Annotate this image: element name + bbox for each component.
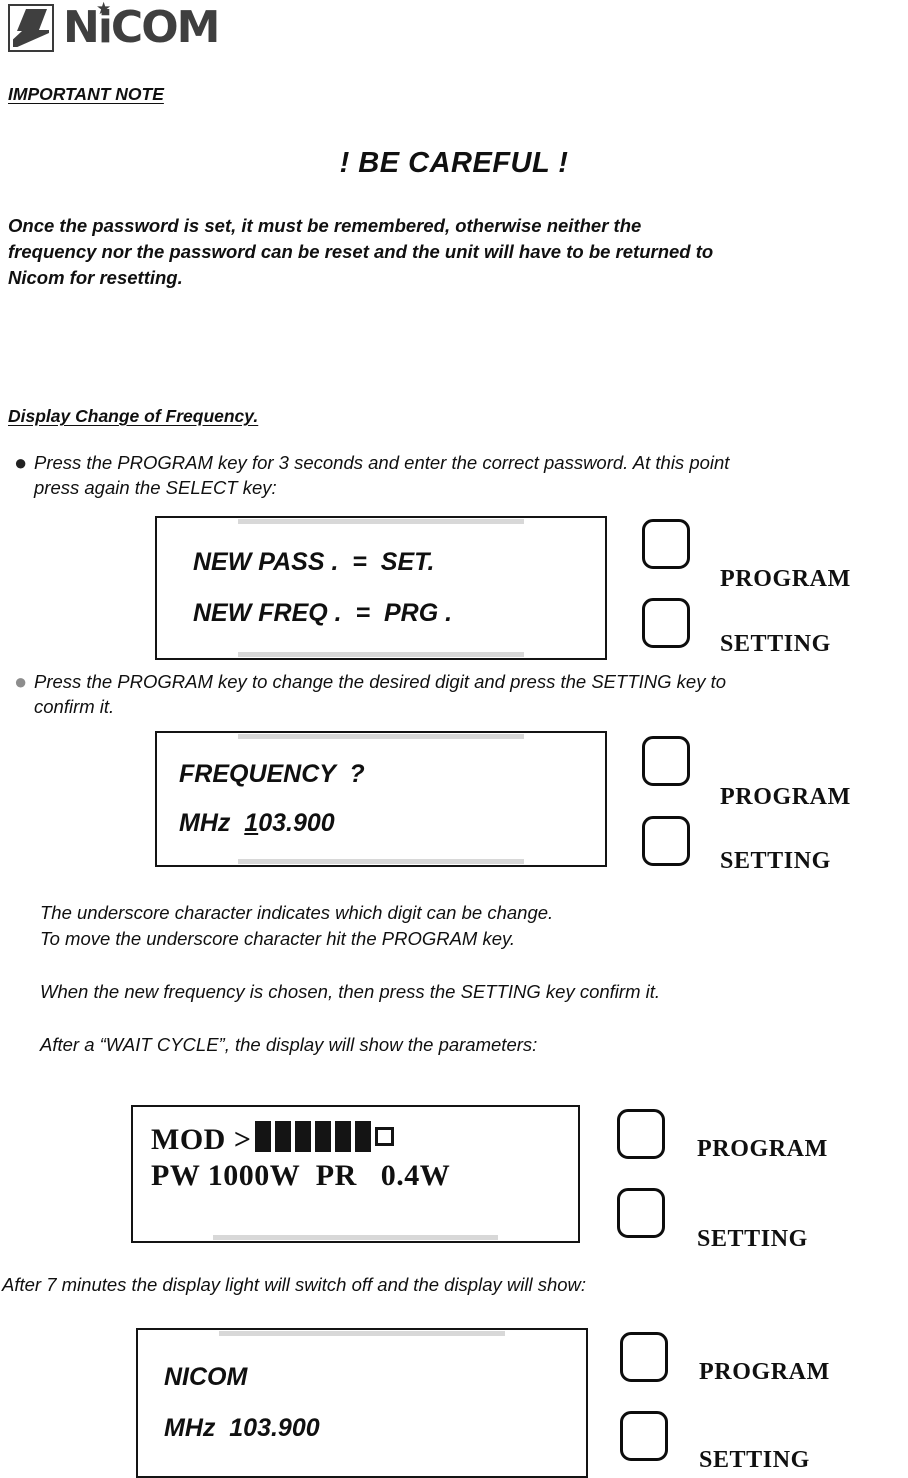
underscore-note-line-1: The underscore character indicates which… (40, 902, 554, 923)
lcd-display-frequency-entry: FREQUENCY ? MHz 103.900 (155, 731, 607, 867)
brand-wordmark-text: NiCOM (63, 2, 220, 53)
program-key-label-2: PROGRAM (720, 784, 851, 810)
lcd2-frequency-rest: 03.900 (258, 809, 335, 837)
program-key-label-1: PROGRAM (720, 566, 851, 592)
confirm-note-line: When the new frequency is chosen, then p… (40, 981, 661, 1002)
lcd2-line-2: MHz 103.900 (179, 809, 605, 838)
lcd2-line-1: FREQUENCY ? (179, 760, 365, 788)
display-change-heading: Display Change of Frequency. (8, 406, 259, 426)
mod-bar-filled (295, 1121, 312, 1152)
bullet-icon-2: ● (14, 669, 28, 694)
setting-key-label-4: SETTING (699, 1447, 810, 1473)
program-key-label-4: PROGRAM (699, 1359, 830, 1385)
be-careful-title: ! BE CAREFUL ! (339, 147, 569, 179)
mod-bar-filled (335, 1121, 352, 1152)
brand-wordmark: ★ NiCOM (63, 1, 220, 53)
seven-minutes-note-line: After 7 minutes the display light will s… (2, 1274, 587, 1295)
mod-bar-filled (255, 1121, 272, 1152)
wing-bottom-shape (13, 30, 49, 47)
bullet-item-2: ● Press the PROGRAM key to change the de… (8, 669, 900, 719)
scan-artifact-bottom (213, 1235, 498, 1240)
setting-key-2[interactable] (642, 816, 690, 866)
nicom-wing-logo-icon (8, 4, 54, 52)
warning-line-2: frequency nor the password can be reset … (8, 241, 714, 262)
lcd4-line-2: MHz 103.900 (164, 1414, 320, 1442)
bullet-item-1: ● Press the PROGRAM key for 3 seconds an… (8, 450, 900, 500)
bullet-2-line-2: confirm it. (34, 696, 115, 717)
lcd-display-standby: NICOM MHz 103.900 (136, 1328, 588, 1478)
mod-bar-filled (355, 1121, 372, 1152)
program-key-1[interactable] (642, 519, 690, 569)
setting-key-label-3: SETTING (697, 1226, 808, 1252)
lcd3-mod-label: MOD > (151, 1123, 252, 1156)
important-note-heading: IMPORTANT NOTE (8, 84, 164, 104)
setting-key-label-1: SETTING (720, 631, 831, 657)
nicom-logo: ★ NiCOM (8, 1, 220, 53)
setting-key-1[interactable] (642, 598, 690, 648)
mod-bar-filled (315, 1121, 332, 1152)
program-key-3[interactable] (617, 1109, 665, 1159)
program-key-4[interactable] (620, 1332, 668, 1382)
bullet-1-line-2: press again the SELECT key: (34, 477, 277, 498)
lcd3-line-2: PW 1000W PR 0.4W (151, 1159, 451, 1192)
scan-artifact-top (218, 1331, 506, 1336)
lcd1-line-2: NEW FREQ . = PRG . (193, 599, 453, 627)
scan-artifact-top (237, 519, 525, 524)
wing-top-shape (17, 9, 47, 31)
mod-bar-filled (275, 1121, 292, 1152)
lcd-display-parameters: MOD > PW 1000W PR 0.4W (131, 1105, 580, 1243)
warning-paragraph: Once the password is set, it must be rem… (8, 213, 900, 291)
lcd3-line-1: MOD > (151, 1121, 578, 1157)
bullet-icon-1: ● (14, 450, 28, 475)
lcd4-line-1: NICOM (164, 1363, 248, 1391)
bullet-1-line-1: Press the PROGRAM key for 3 seconds and … (34, 452, 730, 473)
lcd2-mhz-prefix: MHz (179, 809, 245, 837)
scan-artifact-bottom (237, 652, 525, 657)
program-key-label-3: PROGRAM (697, 1136, 828, 1162)
lcd1-line-1: NEW PASS . = SET. (193, 548, 435, 576)
setting-key-label-2: SETTING (720, 848, 831, 874)
warning-line-1: Once the password is set, it must be rem… (8, 215, 642, 236)
scan-artifact-top (237, 734, 525, 739)
mod-bar-empty (375, 1127, 395, 1146)
setting-key-3[interactable] (617, 1188, 665, 1238)
wait-cycle-note-line: After a “WAIT CYCLE”, the display will s… (40, 1034, 538, 1055)
scan-artifact-bottom (237, 859, 525, 864)
modulation-bargraph (255, 1121, 395, 1152)
bullet-2-line-1: Press the PROGRAM key to change the desi… (34, 671, 727, 692)
lcd2-selected-digit: 1 (244, 809, 259, 837)
underscore-note-line-2: To move the underscore character hit the… (40, 928, 516, 949)
setting-key-4[interactable] (620, 1411, 668, 1461)
warning-line-3: Nicom for resetting. (8, 267, 183, 288)
program-key-2[interactable] (642, 736, 690, 786)
lcd-display-new-pass-freq: NEW PASS . = SET. NEW FREQ . = PRG . (155, 516, 607, 660)
star-icon: ★ (96, 0, 111, 19)
